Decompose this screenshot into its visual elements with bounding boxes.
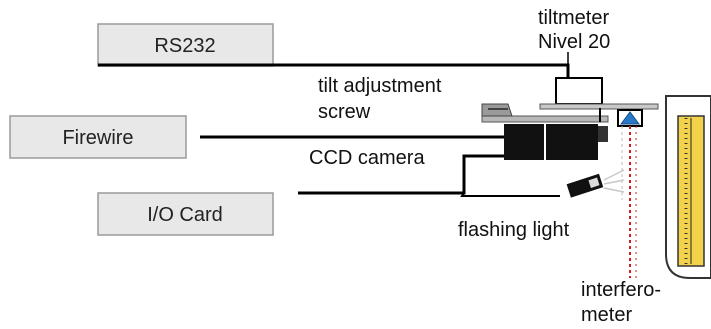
io-card-box: I/O Card: [97, 192, 274, 236]
flashing-light-ray-3: [603, 187, 625, 193]
rs232-label: RS232: [154, 35, 215, 57]
interferometer-prism: [617, 109, 643, 127]
io-card-cable: [298, 154, 504, 195]
io-card-label: I/O Card: [147, 204, 223, 226]
ccd-camera-body-left: [504, 124, 544, 160]
tiltmeter-label-line1: tiltmeter: [538, 7, 609, 29]
mounting-plate-bar: [481, 115, 609, 123]
firewire-box-frame: [9, 115, 187, 159]
flashing-light-window: [588, 177, 600, 188]
tiltmeter-label-line2: Nivel 20: [538, 31, 610, 53]
flashing-light-cable: [460, 192, 560, 197]
tilt-adjustment-label-line2: screw: [318, 101, 371, 123]
io-card-box-frame: [97, 192, 274, 236]
rs232-box-frame: [97, 23, 274, 67]
tilt-adjustment-screw: [481, 103, 513, 117]
firewire-box: Firewire: [9, 115, 187, 159]
ccd-camera-label: CCD camera: [309, 147, 425, 169]
mounting-plate: [481, 108, 609, 123]
ccd-camera-body-right: [546, 124, 598, 160]
leveling-staff: [665, 95, 711, 279]
firewire-label: Firewire: [62, 127, 133, 149]
ccd-camera-lens: [598, 126, 608, 142]
tiltmeter-body: [555, 77, 603, 105]
flashing-light-ray-2: [603, 179, 625, 185]
flashing-light: [566, 169, 625, 198]
ccd-camera: [504, 124, 608, 160]
prism-icon: [620, 111, 640, 125]
interferometer-label-line2: meter: [581, 304, 632, 326]
flashing-light-label: flashing light: [458, 219, 570, 241]
rs232-box: RS232: [97, 23, 274, 67]
tiltmeter: [539, 77, 659, 110]
flashing-light-ray-1: [603, 169, 625, 181]
tilt-adjustment-label-line1: tilt adjustment: [318, 75, 442, 97]
interferometer-label-line1: interfero-: [581, 279, 661, 301]
